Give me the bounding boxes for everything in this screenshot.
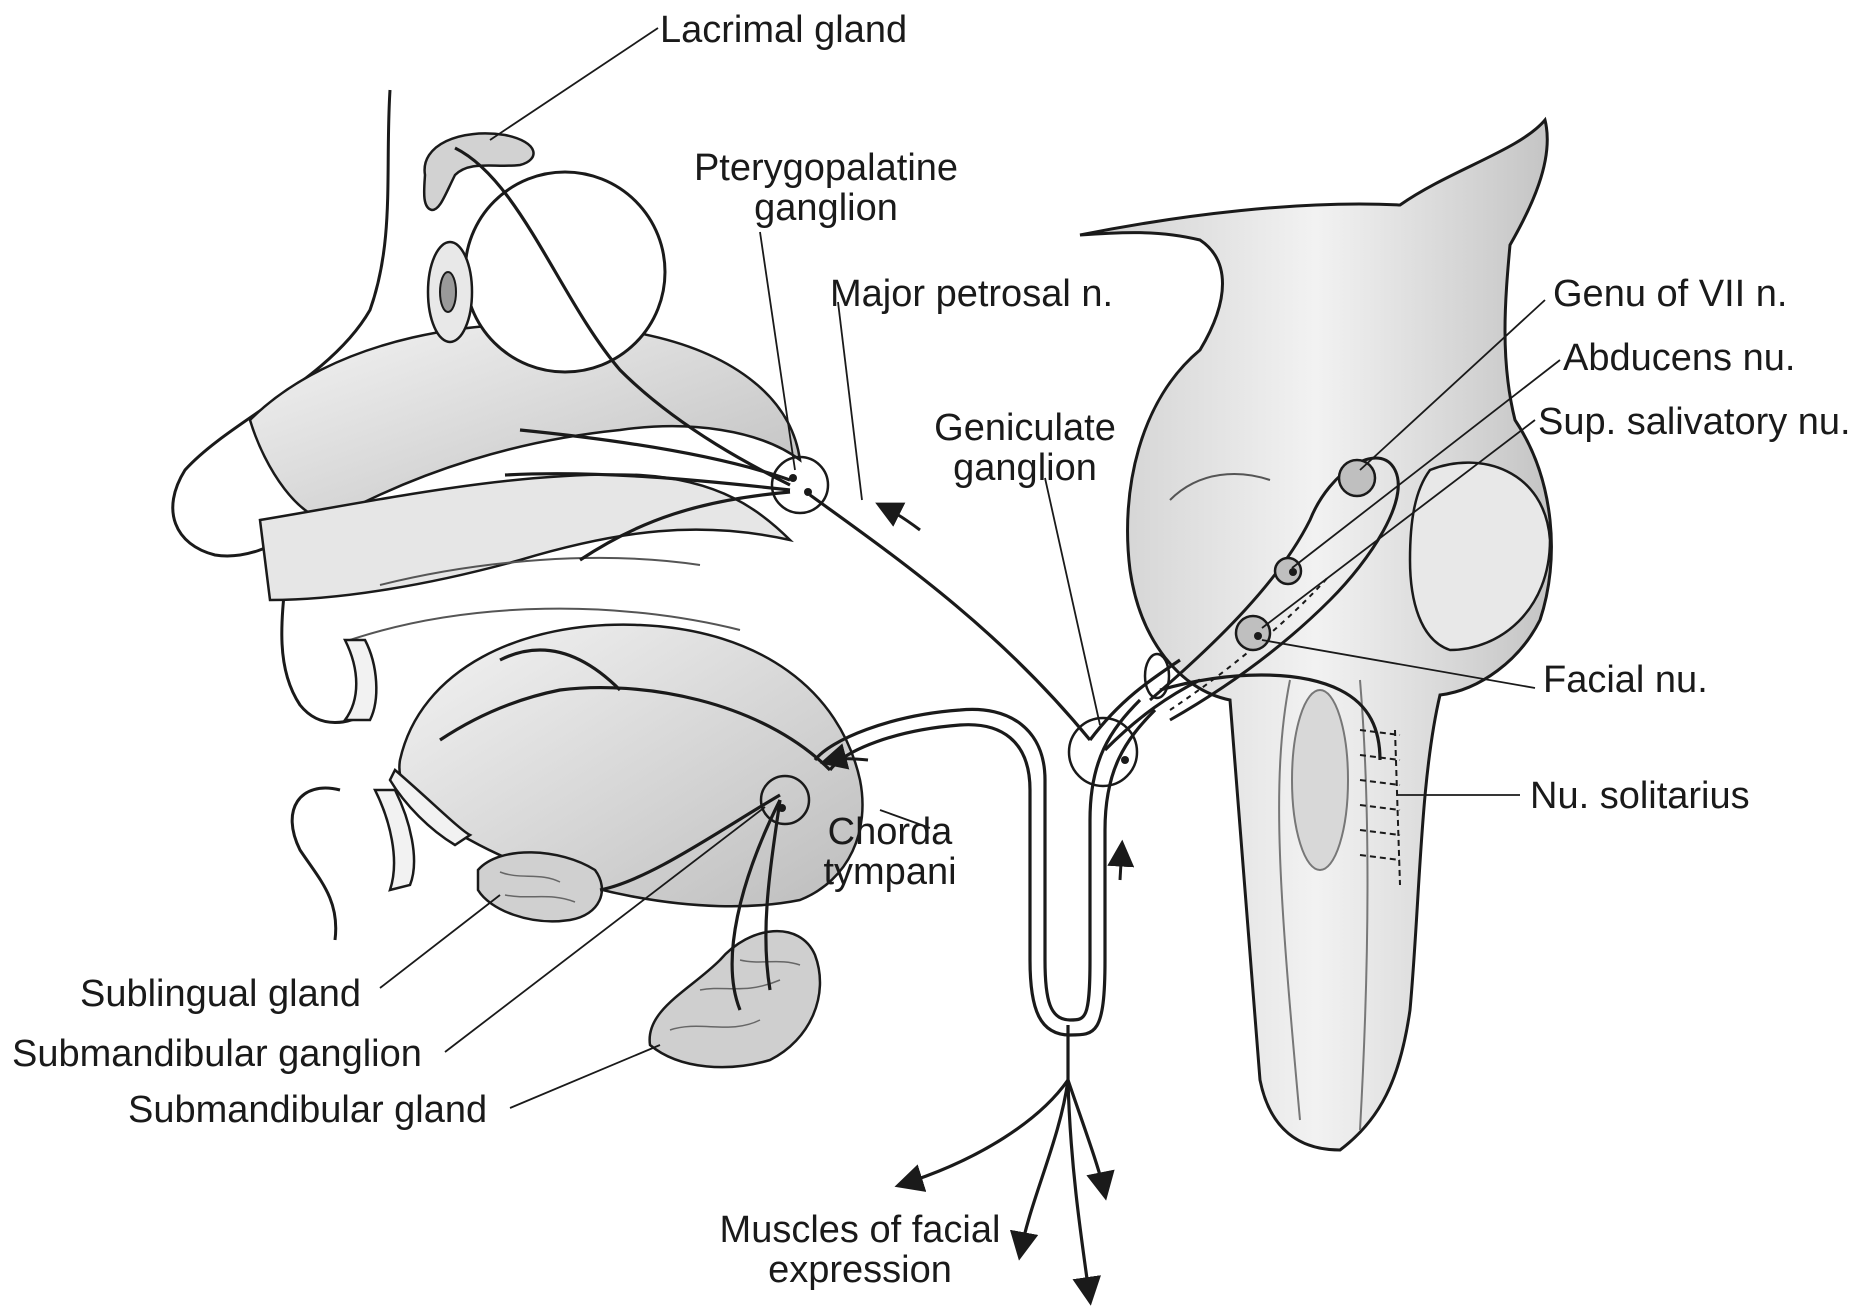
pterygopalatine-ganglion-shape xyxy=(772,457,828,513)
label-pterygopalatine-line2: ganglion xyxy=(676,188,976,228)
label-geniculate-line1: Geniculate xyxy=(900,408,1150,448)
label-geniculate-line2: ganglion xyxy=(900,448,1150,488)
label-sup-salivatory-nu: Sup. salivatory nu. xyxy=(1538,402,1851,442)
label-submandibular-gland: Submandibular gland xyxy=(128,1090,487,1130)
label-geniculate-ganglion: Geniculate ganglion xyxy=(900,408,1150,488)
facial-nucleus xyxy=(1236,616,1270,650)
label-pterygopalatine-ganglion: Pterygopalatine ganglion xyxy=(676,148,976,228)
label-muscles-line2: expression xyxy=(690,1250,1030,1290)
label-chorda-line2: tympani xyxy=(800,852,980,892)
label-chorda-line1: Chorda xyxy=(800,812,980,852)
label-sublingual-gland: Sublingual gland xyxy=(80,974,361,1014)
label-muscles-line1: Muscles of facial xyxy=(690,1210,1030,1250)
tongue xyxy=(399,625,862,907)
label-muscles-of-facial-expression: Muscles of facial expression xyxy=(690,1210,1030,1290)
genu-of-vii-nucleus xyxy=(1339,460,1375,496)
label-abducens-nu: Abducens nu. xyxy=(1563,338,1795,378)
label-facial-nu: Facial nu. xyxy=(1543,660,1708,700)
label-submandibular-ganglion: Submandibular ganglion xyxy=(12,1034,422,1074)
brainstem xyxy=(1080,120,1551,1150)
sublingual-gland-shape xyxy=(478,852,602,921)
label-chorda-tympani: Chorda tympani xyxy=(800,812,980,892)
abducens-nucleus xyxy=(1275,558,1301,584)
label-pterygopalatine-line1: Pterygopalatine xyxy=(676,148,976,188)
label-genu-of-vii-n: Genu of VII n. xyxy=(1553,274,1787,314)
label-nu-solitarius: Nu. solitarius xyxy=(1530,776,1750,816)
label-major-petrosal-n: Major petrosal n. xyxy=(830,274,1113,314)
label-lacrimal-gland: Lacrimal gland xyxy=(660,10,907,50)
